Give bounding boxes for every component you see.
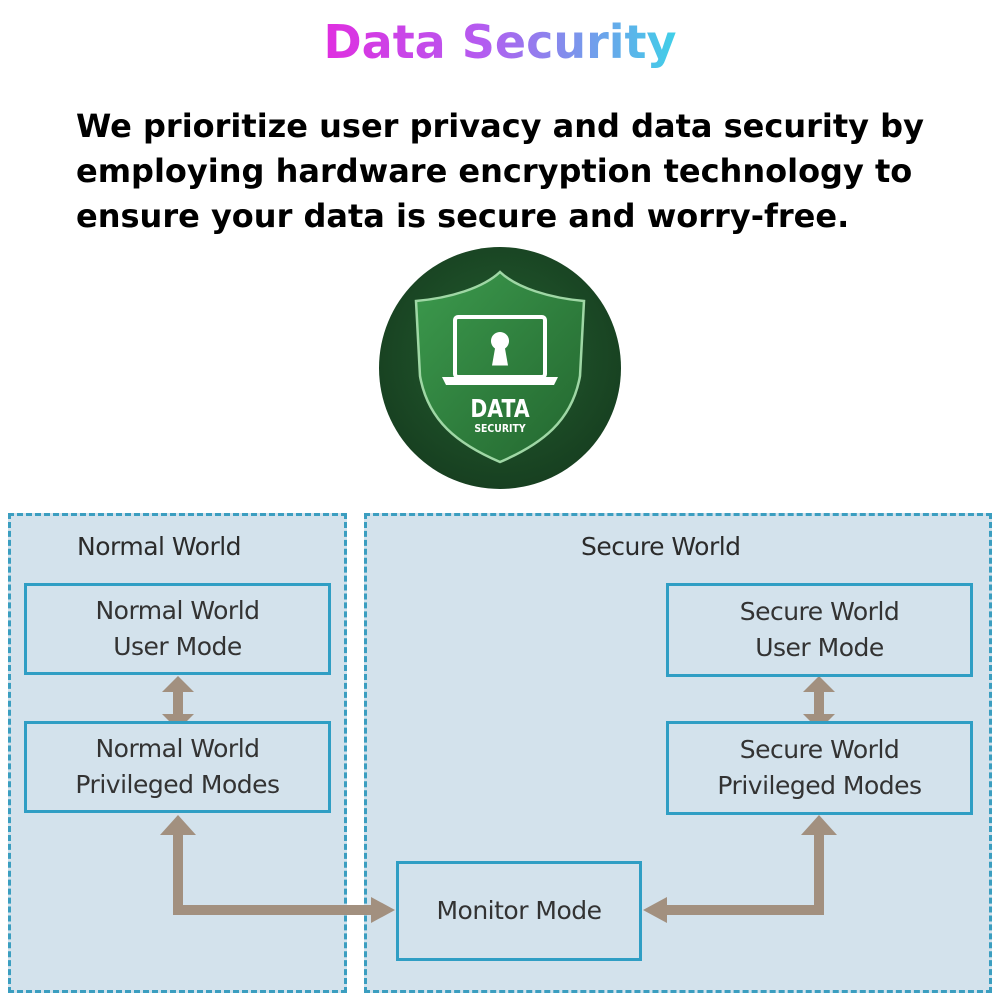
secure-privileged-modes-box: Secure World Privileged Modes bbox=[666, 721, 973, 815]
badge-text-data: DATA bbox=[470, 395, 529, 424]
secure-world-label: Secure World bbox=[581, 532, 741, 561]
normal-privileged-modes-box: Normal World Privileged Modes bbox=[24, 721, 331, 813]
box-line: Privileged Modes bbox=[717, 771, 922, 800]
box-line: Secure World bbox=[739, 735, 900, 764]
description-line: ensure your data is secure and worry-fre… bbox=[76, 197, 850, 235]
description-line: employing hardware encryption technology… bbox=[76, 152, 913, 190]
box-line: Monitor Mode bbox=[436, 896, 602, 925]
laptop-icon bbox=[442, 315, 558, 385]
box-line: User Mode bbox=[113, 632, 242, 661]
architecture-diagram: Normal World Secure World bbox=[0, 505, 1000, 1000]
keyhole-icon bbox=[490, 331, 510, 366]
description: We prioritize user privacy and data secu… bbox=[76, 104, 956, 239]
monitor-mode-box: Monitor Mode bbox=[396, 861, 642, 961]
arrow-normal-monitor bbox=[160, 815, 395, 923]
box-line: User Mode bbox=[755, 633, 884, 662]
normal-user-mode-box: Normal World User Mode bbox=[24, 583, 331, 675]
secure-user-mode-box: Secure World User Mode bbox=[666, 583, 973, 677]
box-line: Secure World bbox=[739, 597, 900, 626]
normal-world-label: Normal World bbox=[77, 532, 242, 561]
shield-icon bbox=[414, 270, 586, 464]
badge-text-security: SECURITY bbox=[474, 423, 526, 435]
box-line: Privileged Modes bbox=[75, 770, 280, 799]
box-line: Normal World bbox=[95, 596, 260, 625]
data-security-badge: DATA SECURITY bbox=[379, 247, 621, 489]
description-line: We prioritize user privacy and data secu… bbox=[76, 107, 924, 145]
arrow-secure-monitor bbox=[643, 815, 837, 923]
page-title: Data Security bbox=[323, 15, 677, 69]
connectors bbox=[160, 676, 837, 923]
box-line: Normal World bbox=[95, 734, 260, 763]
